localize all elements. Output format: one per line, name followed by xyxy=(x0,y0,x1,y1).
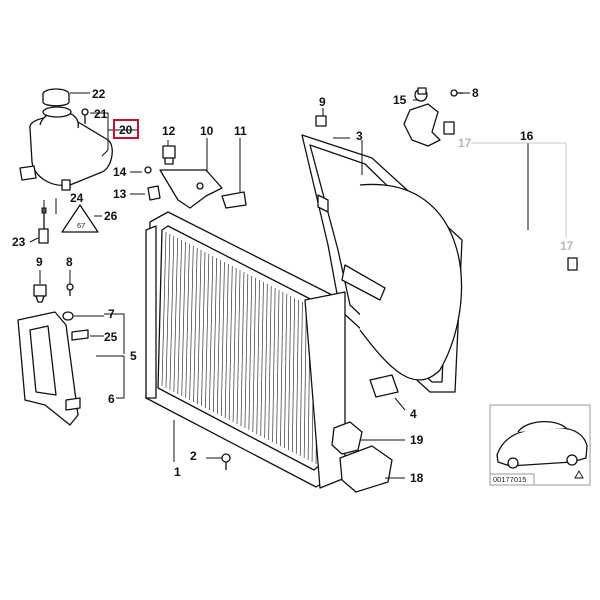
thermostat-housing xyxy=(403,87,441,147)
radiator-fin xyxy=(291,297,295,453)
radiator-fin xyxy=(288,295,292,451)
radiator-fin xyxy=(197,249,202,405)
radiator-fin xyxy=(303,303,307,459)
radiator-fin xyxy=(252,277,256,433)
radiator-fin xyxy=(268,285,272,441)
rubber-mount-left xyxy=(33,284,47,303)
callout-6: 6 xyxy=(108,392,115,406)
screw-14 xyxy=(144,166,152,174)
vehicle-thumbnail: 00177015 xyxy=(489,404,591,486)
callout-26: 26 xyxy=(104,209,118,223)
callout-8-left: 8 xyxy=(66,255,73,269)
callout-14: 14 xyxy=(113,165,127,179)
callout-10: 10 xyxy=(200,124,214,138)
callout-15: 15 xyxy=(393,93,407,107)
radiator-fin xyxy=(295,299,299,455)
radiator-fin xyxy=(244,273,249,429)
radiator-fin xyxy=(169,235,175,391)
radiator-fin xyxy=(181,241,186,397)
fan-shroud xyxy=(301,134,463,393)
highlight-box xyxy=(113,119,139,139)
radiator-fin xyxy=(272,287,276,443)
radiator-fin xyxy=(205,253,210,409)
radiator-fin xyxy=(248,275,253,431)
grommet-7 xyxy=(62,311,74,321)
level-sensor xyxy=(38,207,49,244)
radiator-fin xyxy=(201,251,206,407)
radiator-fin xyxy=(220,261,225,417)
callout-13: 13 xyxy=(113,187,127,201)
callout-19: 19 xyxy=(410,433,424,447)
radiator-fin xyxy=(256,279,260,435)
callout-8-top: 8 xyxy=(472,86,479,100)
rubber-mount-12 xyxy=(162,145,176,165)
radiator-fin xyxy=(228,265,233,421)
radiator-fin xyxy=(260,281,264,437)
callout-9-top: 9 xyxy=(319,95,326,109)
coolant-hose xyxy=(443,121,578,271)
radiator-fin xyxy=(173,237,179,393)
clip-25 xyxy=(71,329,89,341)
callout-17-upper: 17 xyxy=(458,136,472,150)
callout-4: 4 xyxy=(410,407,417,421)
radiator-fin xyxy=(264,283,268,439)
callout-3: 3 xyxy=(356,129,363,143)
callout-22: 22 xyxy=(92,87,106,101)
callout-17-lower: 17 xyxy=(560,239,574,253)
screw-8-top xyxy=(450,89,463,97)
radiator-fin xyxy=(216,259,221,415)
air-guide-19 xyxy=(331,421,363,455)
callout-18: 18 xyxy=(410,471,424,485)
callout-23: 23 xyxy=(12,235,26,249)
callout-21: 21 xyxy=(94,107,108,121)
leader-lines xyxy=(29,92,567,479)
callout-7: 7 xyxy=(108,307,115,321)
radiator-fin xyxy=(236,269,241,425)
radiator-fin xyxy=(280,291,284,447)
warning-sign-text: 67 xyxy=(77,221,85,230)
bracket-10 xyxy=(159,169,223,209)
screw-21 xyxy=(81,108,89,124)
callout-16: 16 xyxy=(520,129,534,143)
radiator-fin xyxy=(284,293,288,449)
clip-13 xyxy=(147,185,161,201)
radiator-fin xyxy=(193,247,198,403)
warning-mini-icon xyxy=(574,470,584,479)
radiator-fin xyxy=(165,233,171,389)
radiator-fin xyxy=(209,255,214,411)
callout-24: 24 xyxy=(70,191,84,205)
radiator-fin xyxy=(232,267,237,423)
clip-11 xyxy=(221,191,247,209)
radiator-fin xyxy=(240,271,245,427)
warning-sign: 67 xyxy=(61,204,99,233)
callout-labels: 1 2 3 4 5 6 7 8 8 9 9 10 11 12 13 14 15 … xyxy=(12,86,574,485)
expansion-tank xyxy=(19,106,113,191)
callout-1: 1 xyxy=(174,465,181,479)
callout-12: 12 xyxy=(162,124,176,138)
callout-25: 25 xyxy=(104,330,118,344)
radiator-fin xyxy=(299,301,303,457)
radiator xyxy=(145,211,346,489)
callout-20: 20 xyxy=(119,123,133,137)
radiator-fin xyxy=(185,243,190,399)
radiator-fin xyxy=(276,289,280,445)
callout-9-left: 9 xyxy=(36,255,43,269)
bracket-4 xyxy=(369,374,399,398)
expansion-tank-cap xyxy=(42,88,70,107)
bolt-2 xyxy=(221,453,231,470)
radiator-fin xyxy=(212,257,218,413)
side-air-duct xyxy=(17,311,81,426)
air-guide-18 xyxy=(339,445,393,493)
plug-9-top xyxy=(315,115,327,127)
callout-11: 11 xyxy=(234,124,247,138)
bolt-left xyxy=(66,283,74,296)
callout-5: 5 xyxy=(130,349,137,363)
radiator-fin xyxy=(189,245,194,401)
radiator-fin xyxy=(177,239,182,395)
callout-2: 2 xyxy=(190,449,197,463)
catalog-number: 00177015 xyxy=(493,475,526,484)
radiator-fin xyxy=(224,263,229,419)
radiator-fin xyxy=(161,231,167,387)
